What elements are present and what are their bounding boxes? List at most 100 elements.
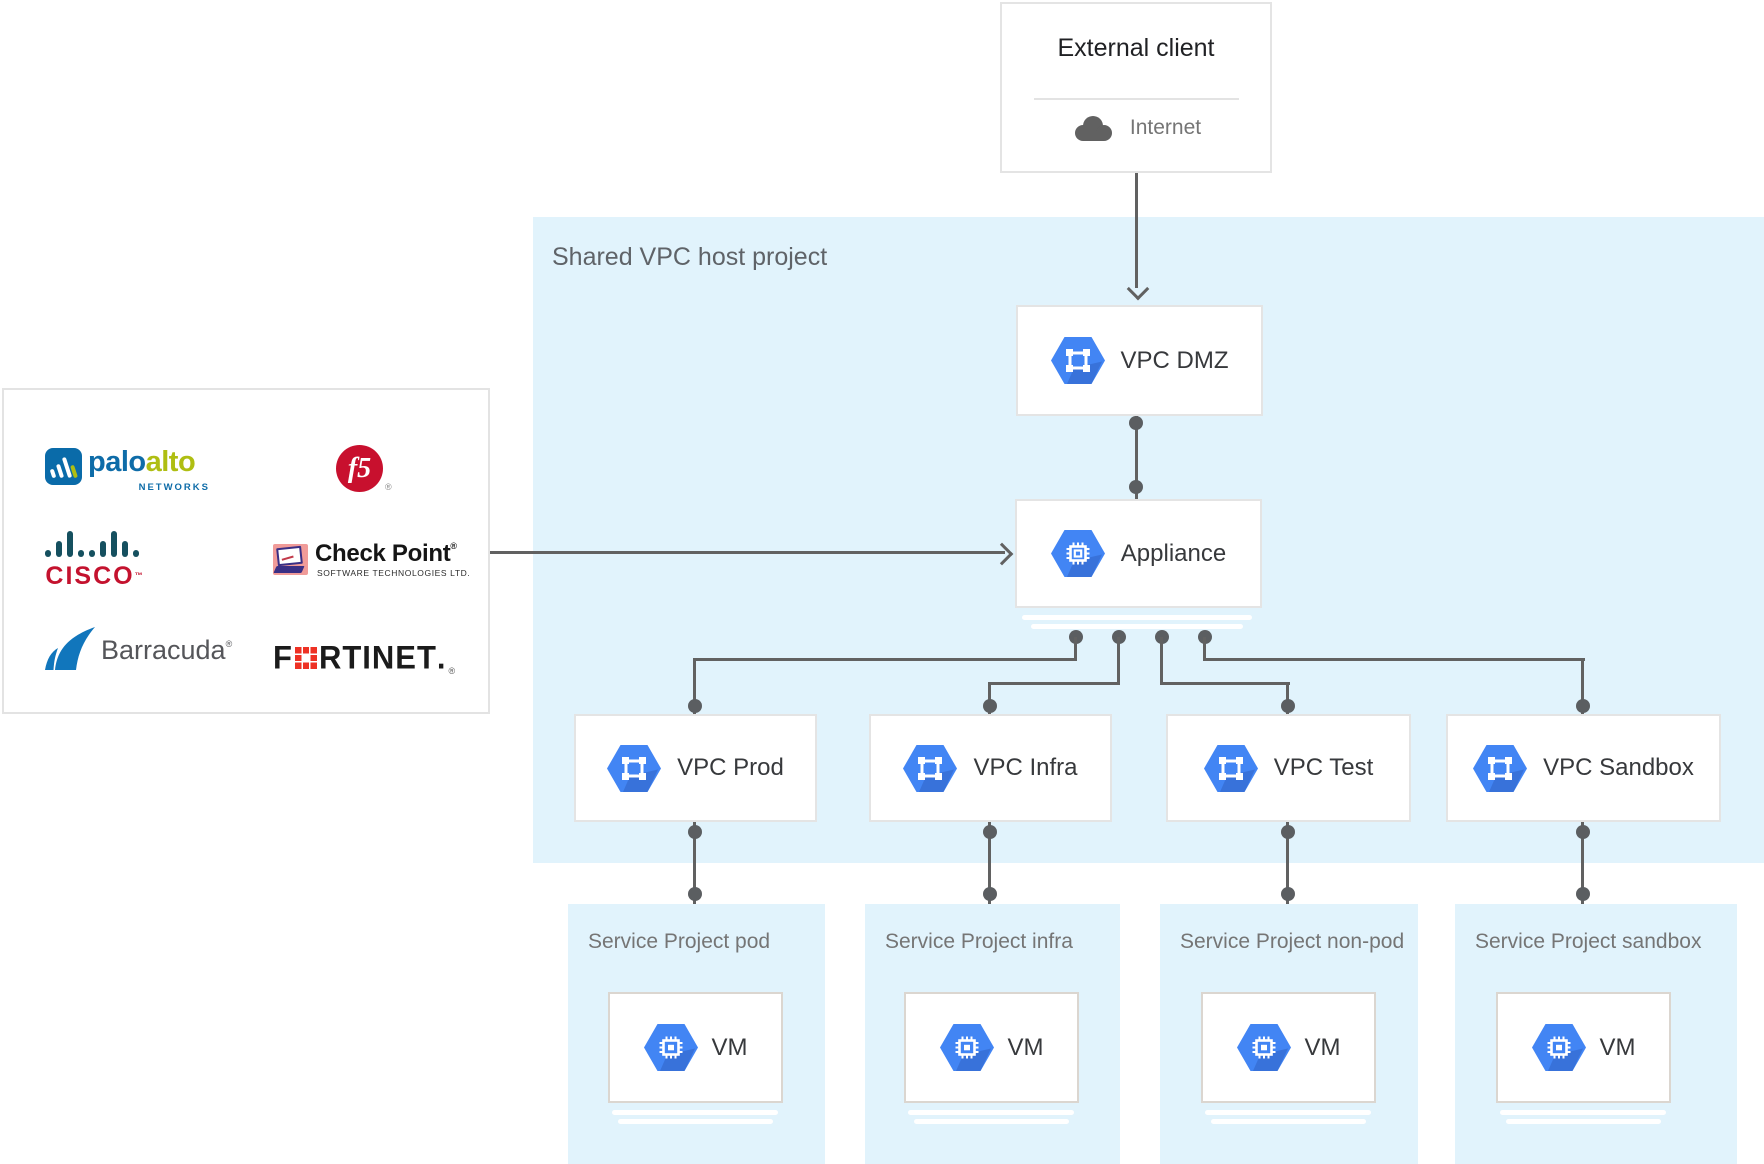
connection-dot xyxy=(983,699,997,713)
stack-decoration xyxy=(1506,1119,1661,1124)
connection-dot xyxy=(688,825,702,839)
connector xyxy=(1160,682,1290,685)
palo-alto-word2: alto xyxy=(145,446,196,478)
connector xyxy=(490,551,1005,554)
connector xyxy=(1135,173,1138,288)
check-point-name: Check Point xyxy=(315,540,451,567)
stack-decoration xyxy=(1211,1119,1366,1124)
divider xyxy=(1034,98,1239,100)
vm-chip-icon xyxy=(939,1024,994,1071)
connector xyxy=(1203,637,1206,660)
connector xyxy=(1286,822,1289,904)
connector xyxy=(1117,637,1120,684)
f5-logo-icon: f5 xyxy=(336,445,383,492)
cisco-trademark: ™ xyxy=(134,571,143,580)
appliance-node: Appliance xyxy=(1015,499,1262,608)
vpc-infra-label: VPC Infra xyxy=(973,754,1078,781)
vpc-prod-node: VPC Prod xyxy=(574,714,817,822)
vpc-sandbox-node: VPC Sandbox xyxy=(1446,714,1721,822)
check-point-keyboard-graphic xyxy=(273,566,305,573)
connection-dot xyxy=(1576,699,1590,713)
connector xyxy=(693,658,1077,661)
connection-dot xyxy=(688,699,702,713)
f5-mark: f5 xyxy=(347,452,372,484)
check-point-subtitle: SOFTWARE TECHNOLOGIES LTD. xyxy=(317,568,471,578)
fortinet-part2: RTINET xyxy=(318,639,437,676)
connector xyxy=(988,682,1120,685)
check-point-screen-graphic xyxy=(276,545,303,567)
stack-decoration xyxy=(1500,1110,1666,1115)
palo-alto-networks-label: NETWORKS xyxy=(138,482,210,493)
connector xyxy=(1203,658,1585,661)
connector xyxy=(1581,658,1584,714)
vpc-network-icon xyxy=(1203,744,1258,792)
vpc-network-icon xyxy=(607,744,662,792)
barracuda-wordmark: Barracuda® xyxy=(101,635,232,666)
stack-decoration xyxy=(618,1119,773,1124)
internet-label: Internet xyxy=(1129,116,1202,139)
vpc-test-node: VPC Test xyxy=(1166,714,1411,822)
connection-dot xyxy=(1129,480,1143,494)
palo-alto-word1: palo xyxy=(88,446,146,478)
vpc-network-icon xyxy=(1473,744,1528,792)
vpc-dmz-node: VPC DMZ xyxy=(1016,305,1263,416)
palo-alto-logo-icon xyxy=(45,448,82,485)
vpc-network-icon xyxy=(903,744,958,792)
cisco-mark: CISCO xyxy=(45,562,135,590)
cisco-bars-icon xyxy=(45,531,139,557)
connector xyxy=(988,682,991,714)
vpc-sandbox-label: VPC Sandbox xyxy=(1543,754,1694,781)
vm-chip-icon xyxy=(643,1024,698,1071)
vm-chip-icon xyxy=(1236,1024,1291,1071)
connector xyxy=(693,658,696,714)
connector xyxy=(1160,637,1163,684)
stack-decoration xyxy=(914,1119,1069,1124)
check-point-logo-icon xyxy=(273,544,308,575)
vpc-prod-label: VPC Prod xyxy=(677,754,784,781)
connection-dot xyxy=(1129,416,1143,430)
connector xyxy=(1286,682,1289,714)
vm-node: VM xyxy=(608,992,783,1103)
stack-decoration xyxy=(908,1110,1074,1115)
internet-cloud-icon xyxy=(1074,116,1112,141)
vm-label: VM xyxy=(1007,1033,1044,1061)
connection-dot xyxy=(1281,887,1295,901)
external-client-card: External client Internet xyxy=(1000,2,1272,173)
stack-decoration xyxy=(1205,1110,1371,1115)
vm-node: VM xyxy=(1201,992,1376,1103)
service-project-infra-label: Service Project infra xyxy=(885,930,1073,953)
fortinet-wordmark: F RTINET . ® xyxy=(273,639,456,676)
fortinet-registered-mark: ® xyxy=(448,666,456,676)
barracuda-name: Barracuda xyxy=(101,635,226,665)
service-project-pod-label: Service Project pod xyxy=(588,930,771,953)
stack-decoration xyxy=(1031,624,1243,629)
vpc-test-label: VPC Test xyxy=(1273,754,1374,781)
cisco-wordmark: CISCO™ xyxy=(45,562,143,591)
external-client-title: External client xyxy=(1057,34,1215,62)
vm-label: VM xyxy=(1304,1033,1341,1061)
connector xyxy=(1135,416,1138,499)
connector xyxy=(988,822,991,904)
connection-dot xyxy=(1576,825,1590,839)
service-project-nonpod-label: Service Project non-pod xyxy=(1180,930,1405,953)
appliance-label: Appliance xyxy=(1120,539,1227,567)
vendor-logos-card: paloalto NETWORKS f5 ® CISCO™ xyxy=(2,388,490,714)
vm-chip-icon xyxy=(1531,1024,1586,1071)
connector xyxy=(1581,822,1584,904)
zone-label: Shared VPC host project xyxy=(552,243,828,271)
barracuda-registered-mark: ® xyxy=(225,639,233,649)
check-point-wordmark: Check Point® xyxy=(315,540,457,568)
connection-dot xyxy=(1281,825,1295,839)
fortinet-part1: F xyxy=(273,639,293,676)
connector xyxy=(693,822,696,904)
stack-decoration xyxy=(1022,615,1252,620)
fortinet-period: . xyxy=(436,639,447,676)
barracuda-fin-icon xyxy=(45,627,95,670)
connection-dot xyxy=(983,825,997,839)
vpc-network-icon xyxy=(1050,337,1105,384)
vm-label: VM xyxy=(1599,1033,1636,1061)
connector xyxy=(1074,637,1077,660)
vpc-infra-node: VPC Infra xyxy=(869,714,1112,822)
connection-dot xyxy=(1281,699,1295,713)
